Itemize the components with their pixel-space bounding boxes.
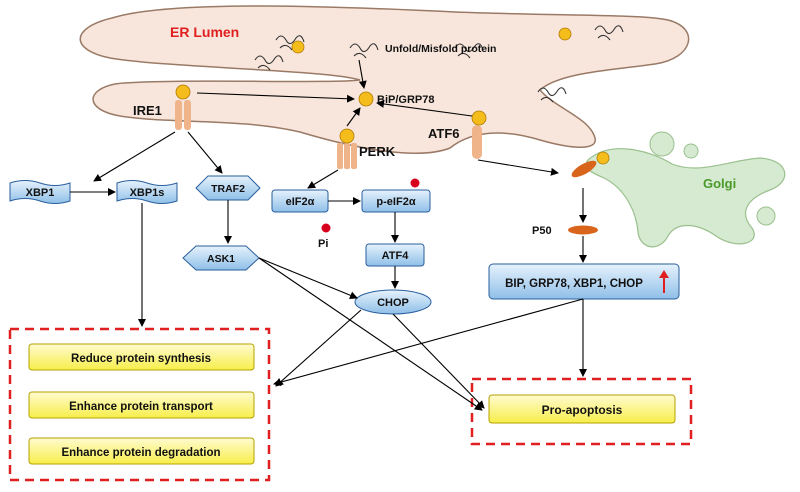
xbp1-node [9,180,71,204]
traf2-label: TRAF2 [211,183,245,195]
xbp1s-node [116,180,178,204]
bip-label: BiP/GRP78 [377,94,434,106]
chaperone-balls-lumen [291,27,572,54]
traf2-node [195,175,261,201]
er-lumen-label: ER Lumen [170,24,239,40]
ire1-label: IRE1 [133,103,162,118]
ire1-receptor-icon [175,84,191,130]
xbp1s-label: XBP1s [130,187,165,199]
misfolded-protein-icon [454,43,484,59]
outcome-box-reduce-synthesis [28,343,255,371]
outcome-enhance-transport-label: Enhance protein transport [69,401,213,413]
perk-receptor-icon [337,128,357,169]
unfolded-protein-label: Unfold/Misfold protein [385,43,496,55]
p-eif2a-node [361,189,431,213]
p-eif2a-label: p-eIF2α [376,196,415,208]
adaptive-response-group [8,327,271,482]
upregulation-arrow-icon [659,270,669,293]
pi-label: Pi [318,238,328,250]
golgi-vesicles [649,131,776,226]
atf6-label: ATF6 [428,126,460,141]
atf6-receptor-icon [471,110,487,159]
perk-label: PERK [359,144,396,159]
target-genes-label: BIP, GRP78, XBP1, CHOP [505,278,643,290]
apoptosis-group [470,377,693,446]
p50-icon [568,225,598,235]
misfolded-protein-icon [537,87,567,103]
eif2a-label: eIF2α [286,196,315,208]
outcome-reduce-synthesis-label: Reduce protein synthesis [71,353,211,365]
bip-icon [358,91,374,107]
outcome-enhance-degradation-label: Enhance protein degradation [61,447,220,459]
target-genes-node [488,263,680,300]
pi-icon [321,223,331,233]
atf4-label: ATF4 [382,250,410,262]
phosphate-icon [410,178,420,188]
golgi-label: Golgi [703,176,736,191]
golgi-body [585,148,786,248]
outcome-box-pro-apoptosis [488,394,676,424]
misfolded-protein-icon [349,43,379,59]
misfolded-protein-icon [254,55,284,71]
p50-label: P50 [532,225,552,237]
atf6-fragment-icon [571,151,610,178]
ask1-label: ASK1 [207,253,235,265]
xbp1-label: XBP1 [26,187,55,199]
chop-label: CHOP [377,297,409,309]
outcome-box-enhance-degradation [28,437,255,465]
misfolded-proteins [254,25,624,103]
pathway-arrows [70,59,587,411]
misfolded-protein-icon [275,35,305,51]
outcome-box-enhance-transport [28,391,255,419]
misfolded-protein-icon [594,25,624,41]
pro-apoptosis-label: Pro-apoptosis [542,403,623,417]
er-membrane [79,5,690,154]
